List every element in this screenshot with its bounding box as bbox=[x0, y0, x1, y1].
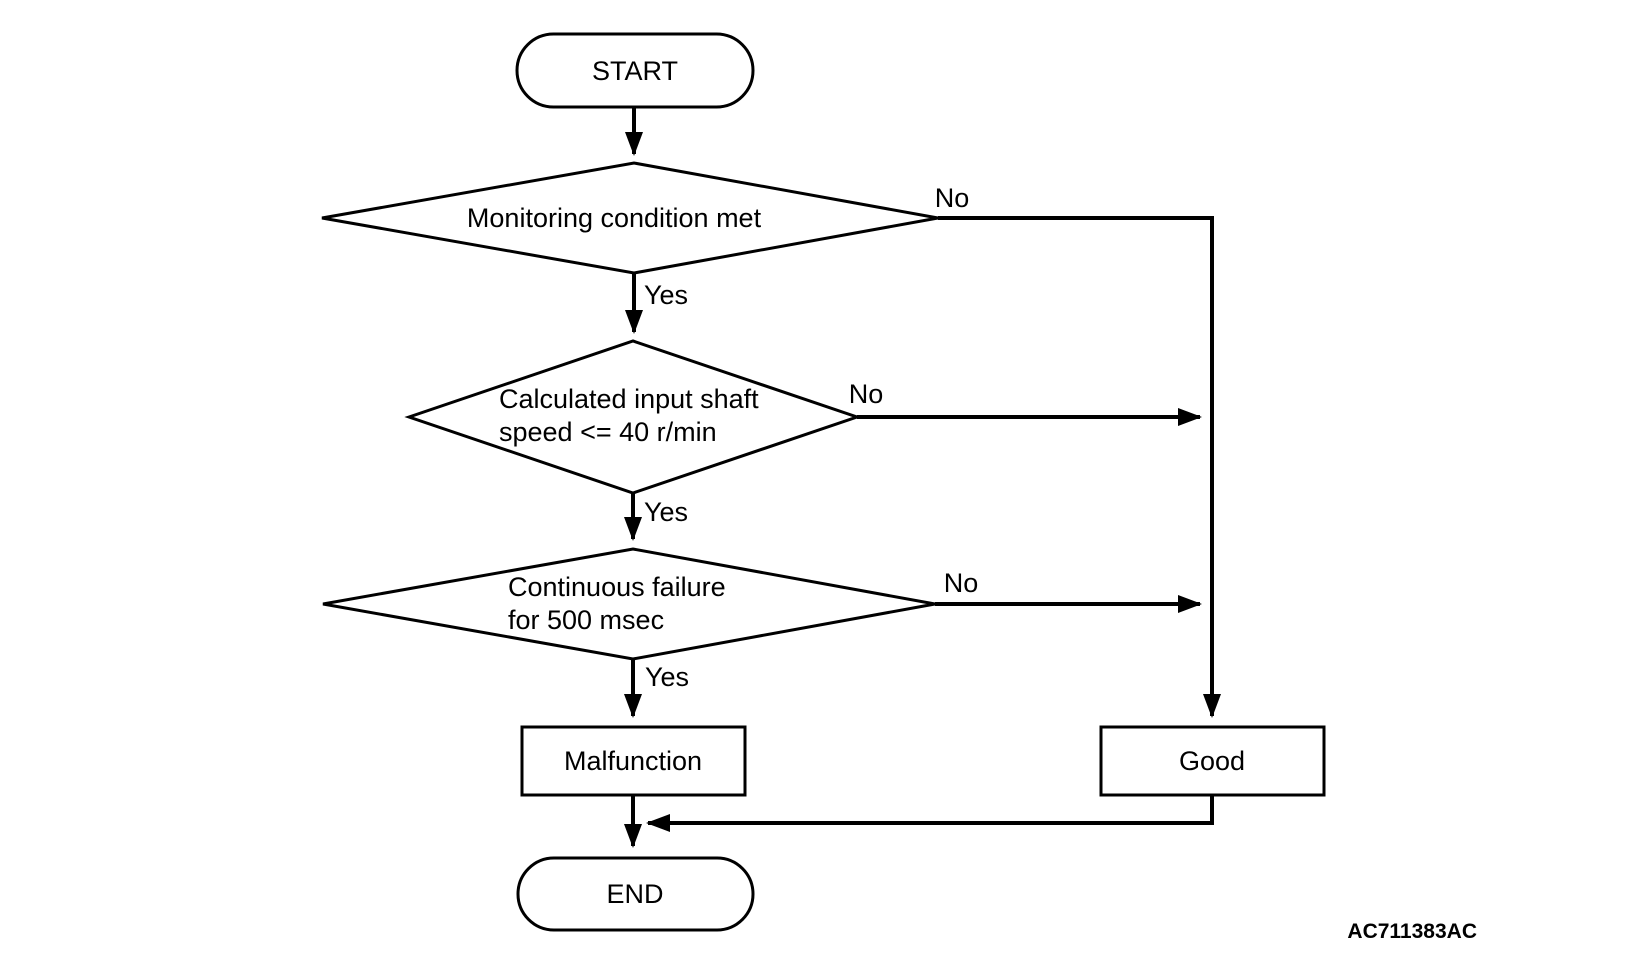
start-node-label: START bbox=[592, 56, 678, 86]
label-continuous-failure-no: No bbox=[944, 568, 979, 598]
arrow-good-to-end-junction bbox=[646, 795, 1214, 832]
decision-continuous-failure-line2: for 500 msec bbox=[508, 605, 664, 635]
arrow-monitoring-no-to-good bbox=[938, 216, 1221, 718]
label-input-shaft-no: No bbox=[849, 379, 884, 409]
good-box-label: Good bbox=[1179, 746, 1245, 776]
label-monitoring-yes: Yes bbox=[644, 280, 688, 310]
decision-monitoring-condition-label: Monitoring condition met bbox=[467, 203, 762, 233]
good-box bbox=[1099, 725, 1326, 797]
decision-input-shaft-speed-line2: speed <= 40 r/min bbox=[499, 417, 717, 447]
figure-id-label: AC711383AC bbox=[1347, 920, 1477, 943]
decision-input-shaft-speed bbox=[404, 339, 862, 495]
label-continuous-failure-yes: Yes bbox=[645, 662, 689, 692]
malfunction-box bbox=[520, 725, 747, 797]
label-input-shaft-yes: Yes bbox=[644, 497, 688, 527]
decision-continuous-failure bbox=[322, 547, 936, 661]
label-monitoring-no: No bbox=[935, 183, 970, 213]
decision-input-shaft-speed-line1: Calculated input shaft bbox=[499, 384, 759, 414]
decision-monitoring-condition bbox=[321, 161, 939, 275]
end-node bbox=[516, 856, 755, 932]
decision-continuous-failure-line1: Continuous failure bbox=[508, 572, 726, 602]
malfunction-box-label: Malfunction bbox=[564, 746, 702, 776]
end-node-label: END bbox=[606, 879, 663, 909]
start-node bbox=[515, 32, 755, 109]
